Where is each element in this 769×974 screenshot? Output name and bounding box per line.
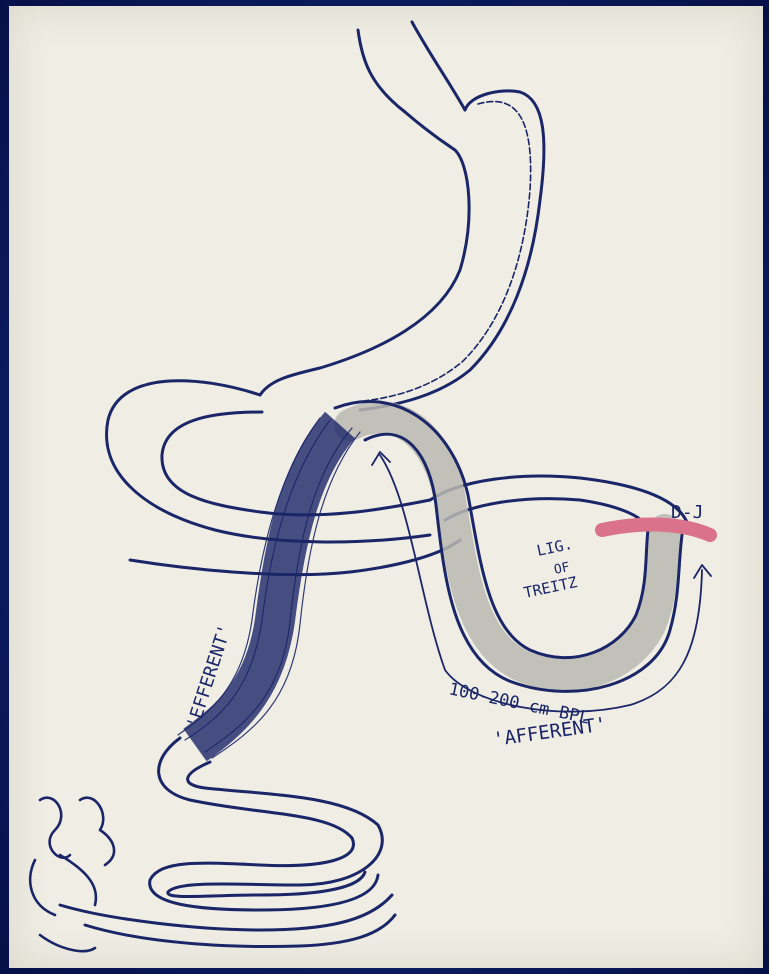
stomach-resection-line (355, 102, 531, 402)
esophagus-right-wall (412, 22, 465, 110)
ligament-label-line3: TREITZ (522, 573, 579, 602)
stomach-lesser-curvature (260, 112, 469, 395)
ligament-label-line1: LIG. (535, 535, 574, 560)
efferent-inner-wall (168, 762, 382, 897)
efferent-lower-tail (60, 895, 392, 930)
stomach-greater-curvature (360, 91, 544, 410)
esophagus-left-wall (358, 30, 405, 112)
dj-label: D-J (671, 502, 704, 523)
arrowhead-left (372, 452, 390, 465)
